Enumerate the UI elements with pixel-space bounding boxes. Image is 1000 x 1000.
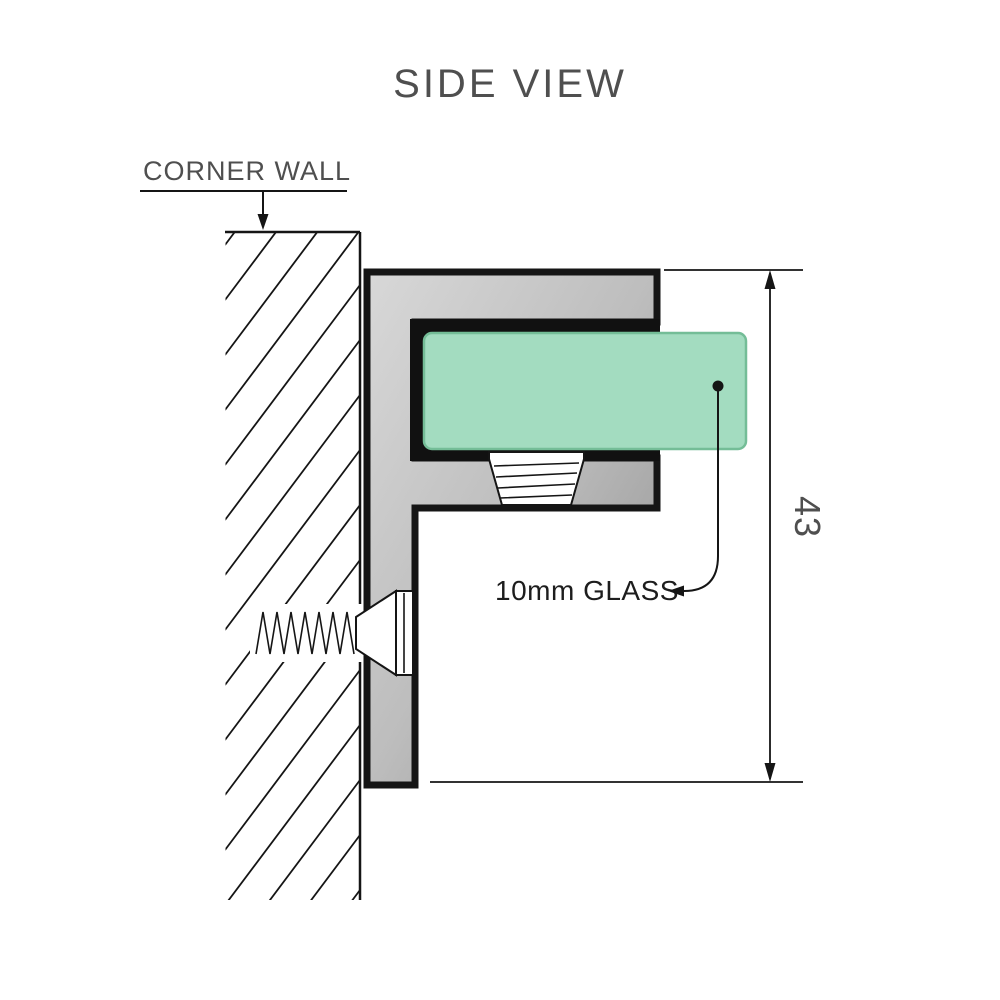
glass-leader-line bbox=[680, 390, 719, 592]
wall-hatching bbox=[225, 233, 360, 900]
corner-wall-arrowhead-icon bbox=[257, 214, 269, 230]
screw-threads bbox=[255, 611, 355, 655]
corner-wall-label: CORNER WALL bbox=[143, 156, 351, 186]
glass-leader-dot bbox=[712, 380, 724, 392]
page-title: SIDE VIEW bbox=[393, 62, 627, 106]
glass-leader-arrowhead-icon bbox=[668, 585, 684, 597]
height-dimension: 43 bbox=[430, 269, 828, 783]
dimension-arrow-bottom-icon bbox=[764, 763, 776, 782]
wall-section bbox=[225, 230, 362, 900]
gasket-ribs bbox=[493, 462, 580, 499]
glass-gasket bbox=[488, 451, 585, 506]
glass-panel bbox=[422, 331, 748, 451]
wall-screw bbox=[250, 589, 414, 677]
corner-wall-callout: CORNER WALL bbox=[140, 156, 351, 230]
screw-cone bbox=[355, 589, 397, 677]
dimension-arrow-top-icon bbox=[764, 270, 776, 289]
glass-callout: 10mm GLASS bbox=[495, 380, 724, 606]
dimension-value: 43 bbox=[787, 496, 828, 538]
glass-label: 10mm GLASS bbox=[495, 575, 679, 606]
